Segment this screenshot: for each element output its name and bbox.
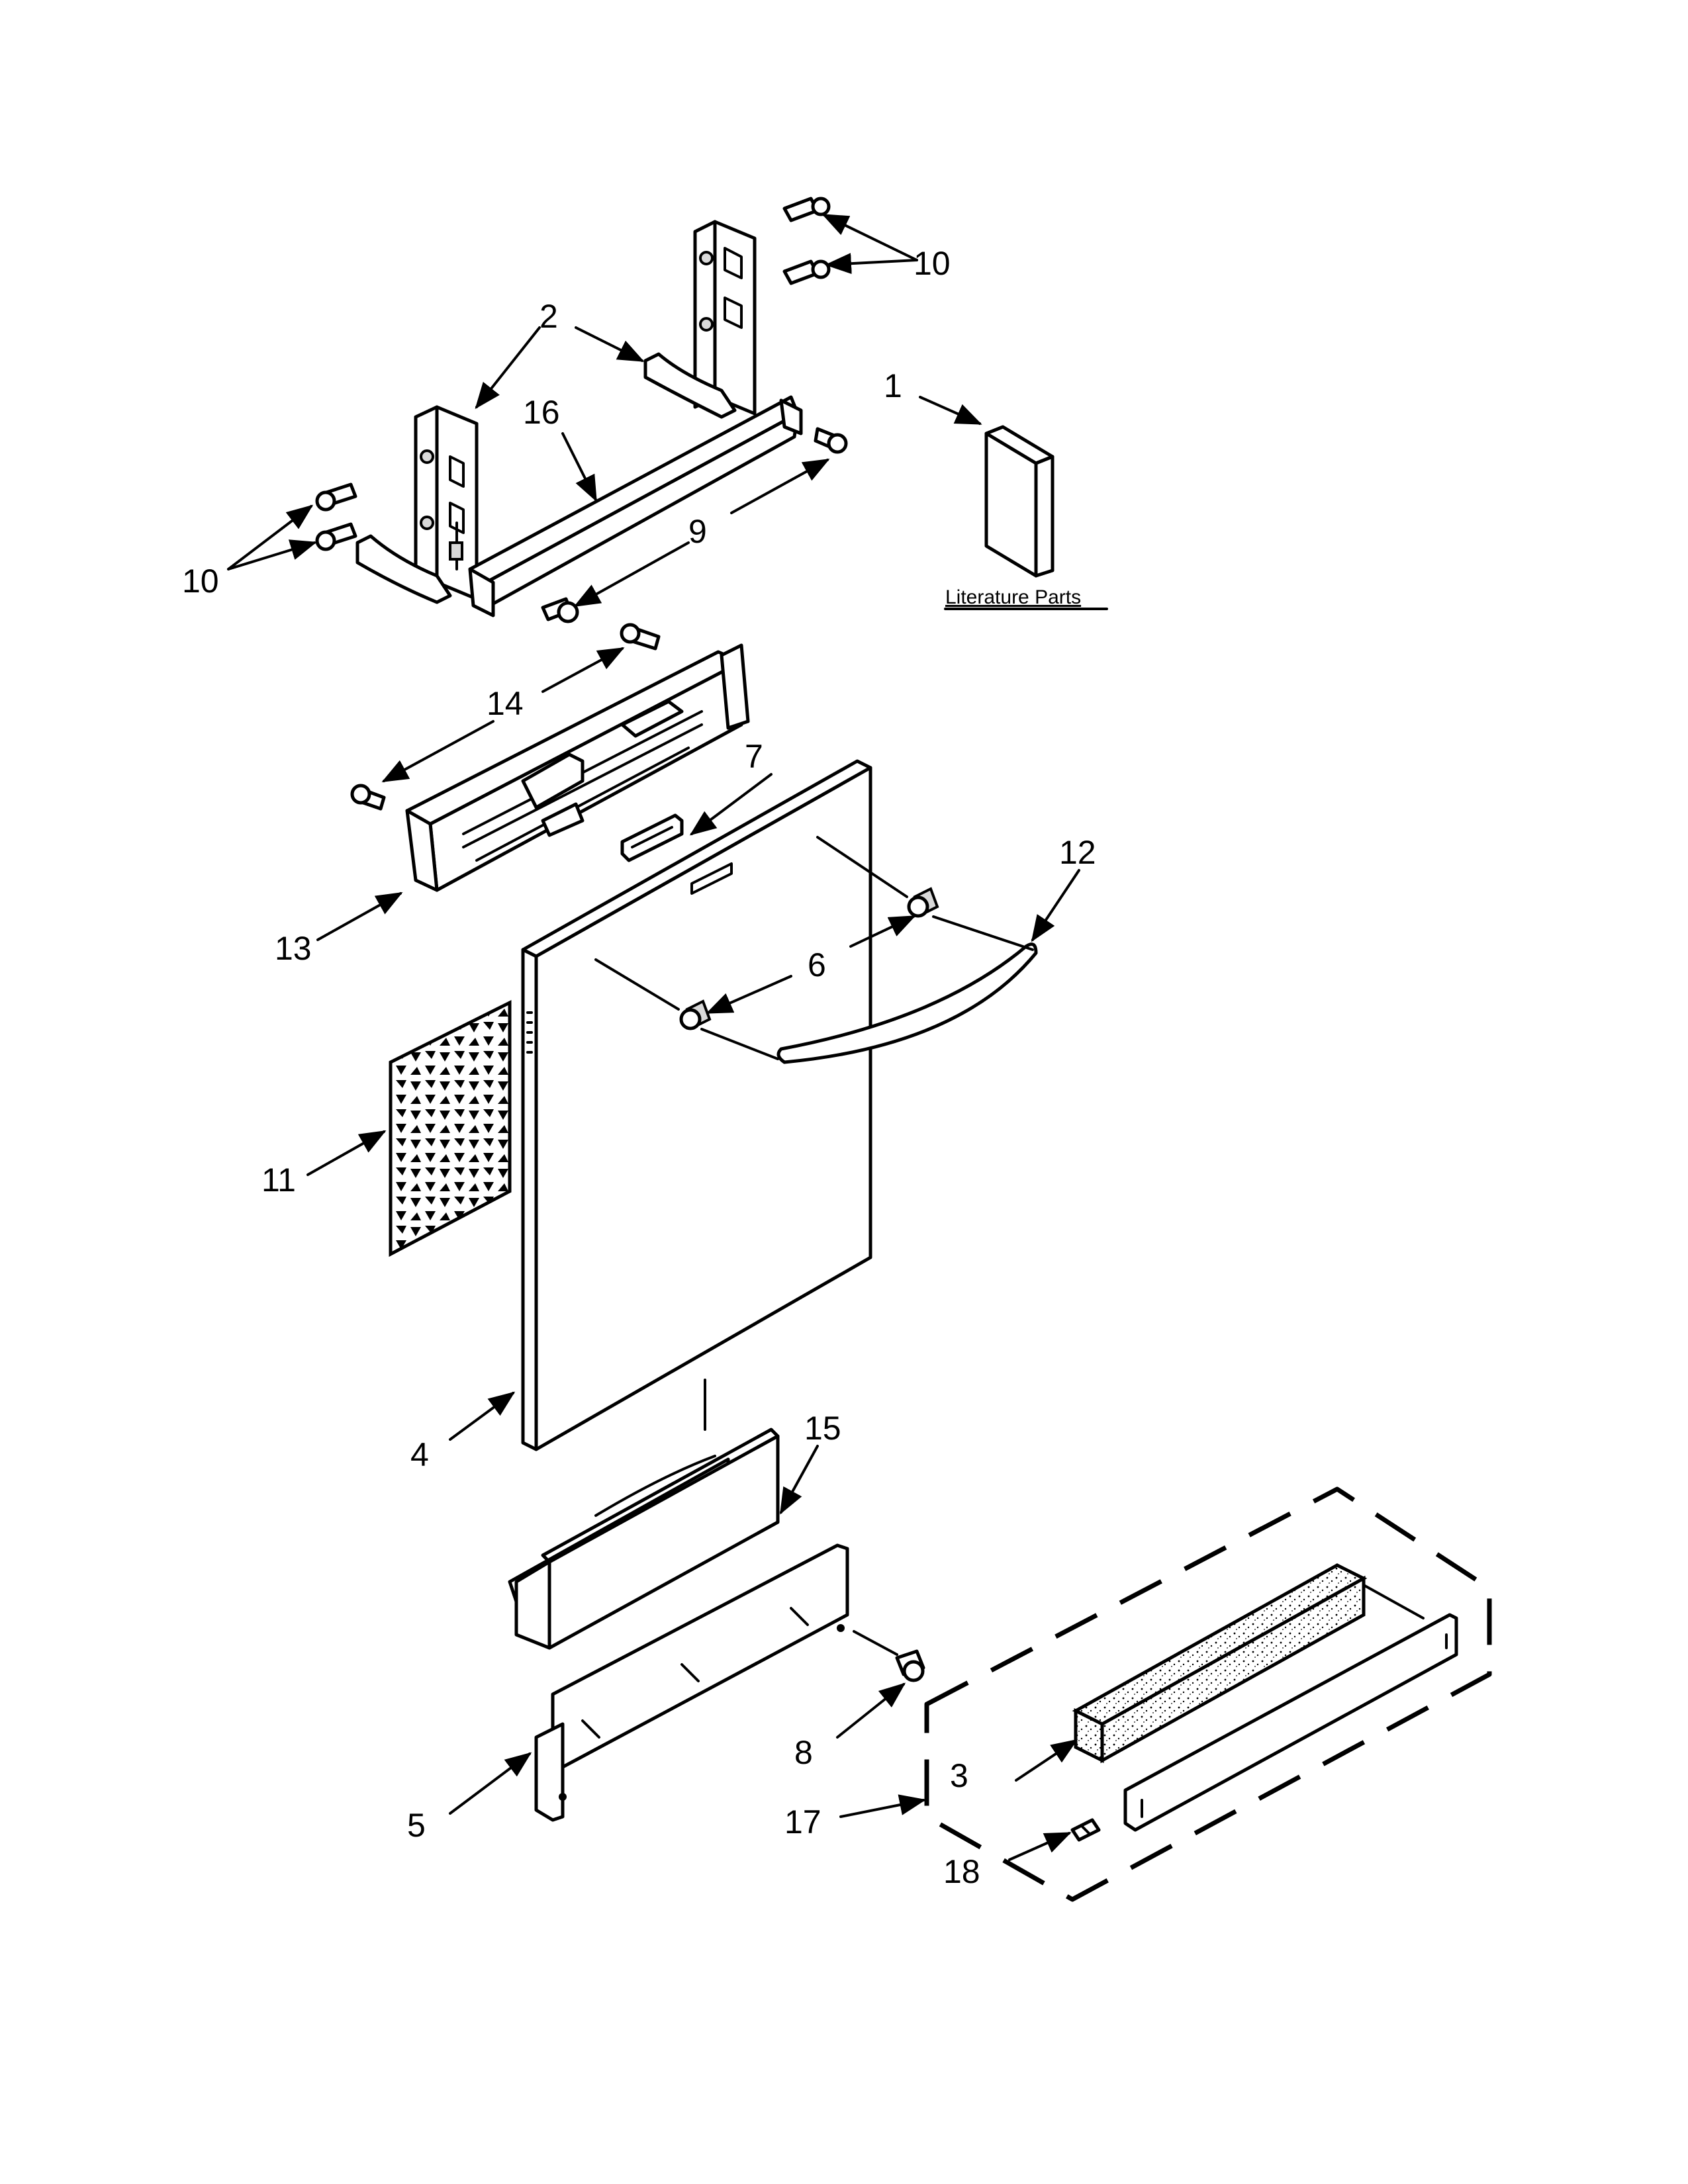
screw-icon [315,482,357,512]
callout-3: 3 [950,1757,968,1794]
door-panel [521,759,872,1451]
handle-stud [679,999,712,1030]
callout-13: 13 [275,930,312,967]
callout-8: 8 [794,1734,813,1771]
vent-mesh [389,999,512,1257]
callout-15: 15 [804,1410,841,1447]
literature-parts-label: Literature Parts [945,586,1081,608]
callout-12: 12 [1059,834,1096,871]
control-housing [405,643,750,892]
callout-10-right: 10 [914,245,951,282]
callout-2: 2 [539,298,558,335]
screw-icon [782,197,831,222]
callout-labels: 1 2 3 4 5 6 7 8 9 10 10 11 12 13 14 15 1… [182,245,1096,1890]
support-rail [468,395,803,617]
kit-outline [924,1486,1492,1902]
leader-lines [227,214,1080,1861]
door-badge [620,813,684,862]
callout-7: 7 [745,738,763,775]
screw-icon [895,1649,925,1682]
callout-4: 4 [410,1436,429,1473]
literature-booklet [984,425,1055,578]
mounting-bracket-right [643,220,757,419]
trim-strip [1123,1613,1458,1832]
callout-14: 14 [487,685,524,722]
clip [1070,1818,1101,1842]
callout-18: 18 [943,1853,980,1890]
screw-icon [315,522,357,551]
callout-1: 1 [884,367,902,404]
callout-17: 17 [784,1803,821,1841]
screw-icon [620,623,661,651]
callout-16: 16 [523,394,560,431]
handle-stud [907,887,939,918]
callout-5: 5 [407,1807,426,1844]
screw-icon [814,427,848,454]
screw-icon [782,259,831,285]
screw-icon [541,597,579,623]
callout-11: 11 [261,1161,296,1199]
door-handle [776,942,1038,1064]
callout-10-left: 10 [182,563,219,600]
screw-icon [350,784,386,811]
callout-9: 9 [688,513,707,550]
callout-6: 6 [808,946,826,983]
insulation-block [508,1428,780,1650]
toe-panel-bracket [534,1543,849,1822]
foam-strip [1072,1563,1368,1764]
mounting-bracket-left [355,405,479,604]
